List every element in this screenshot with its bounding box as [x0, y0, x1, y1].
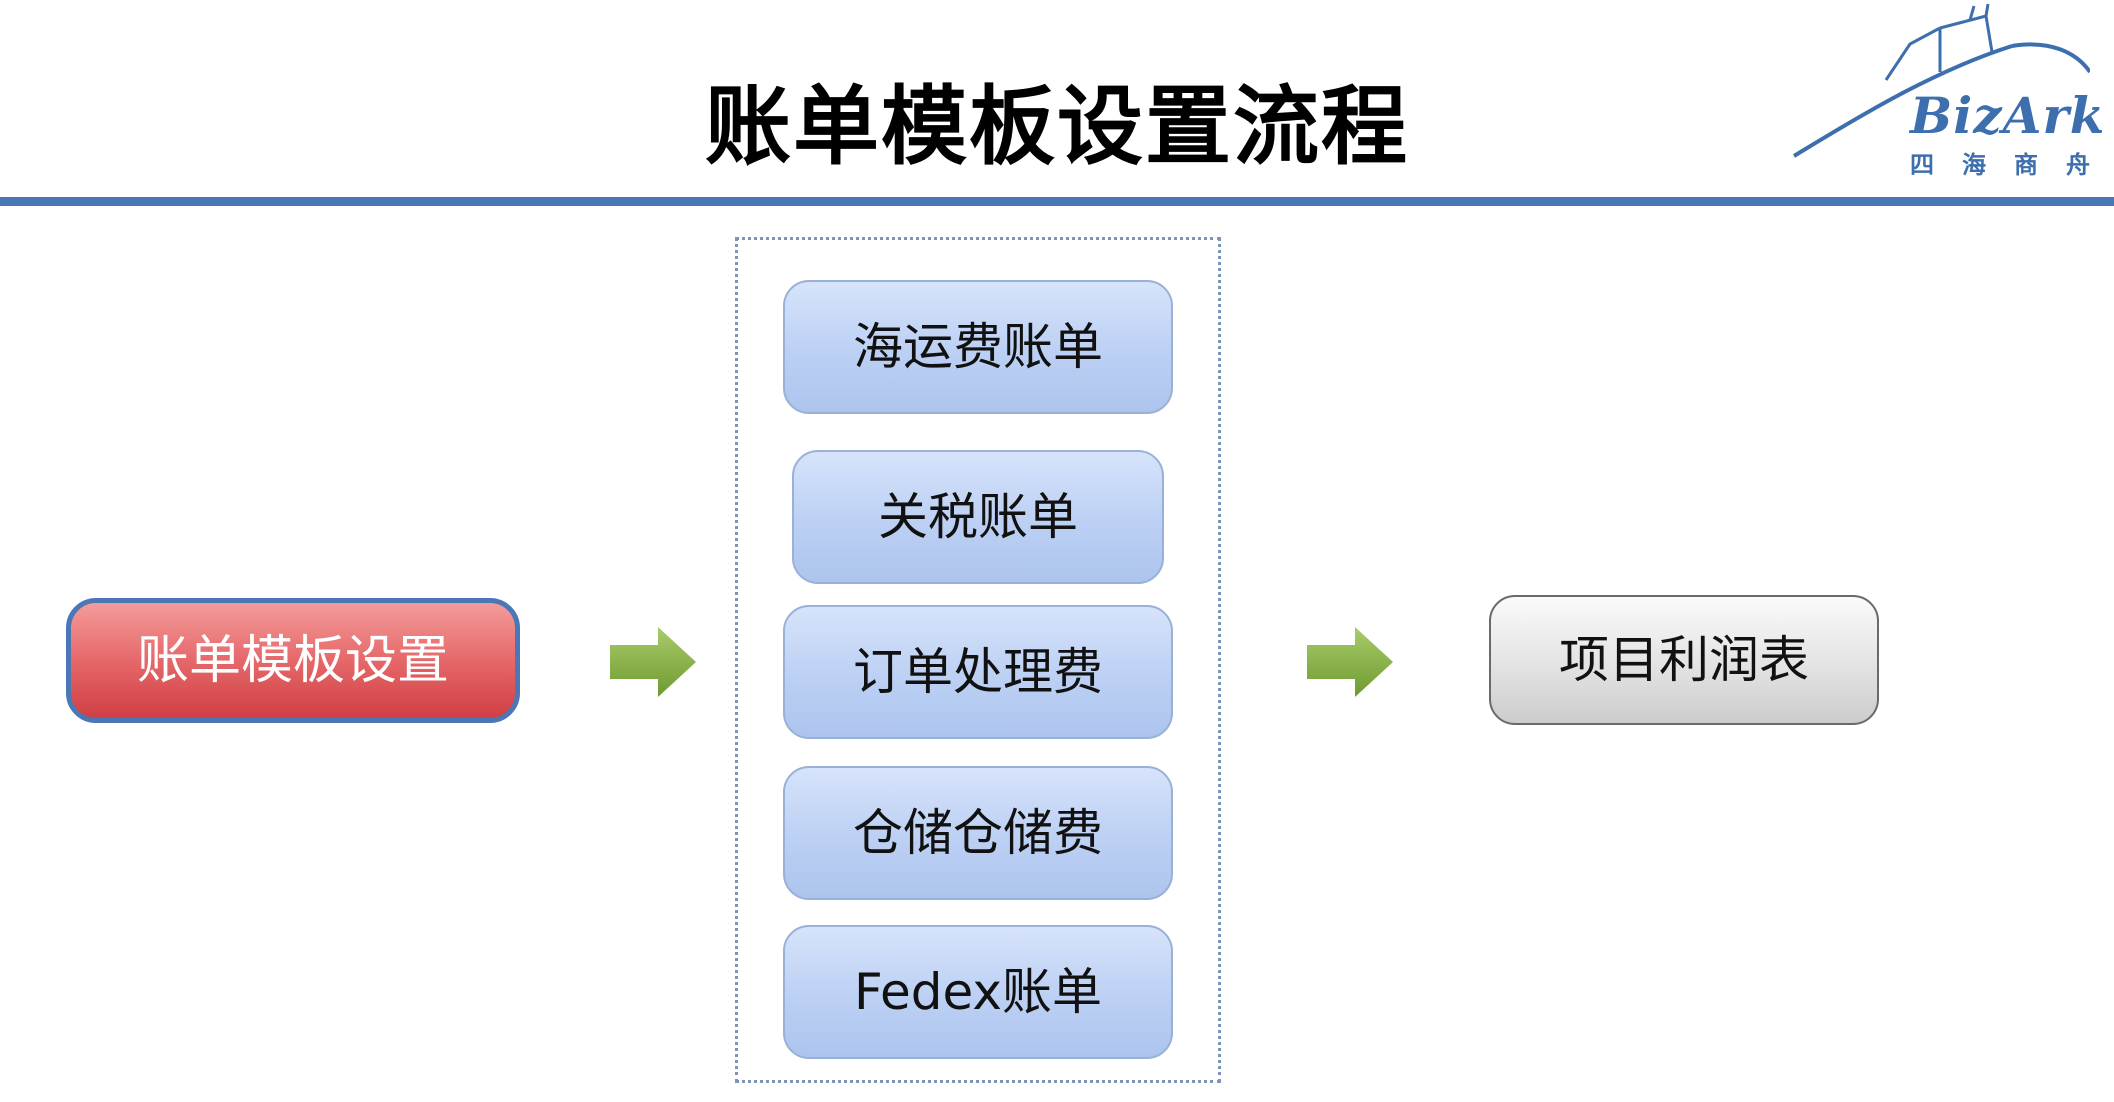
logo-subtitle: 四 海 商 舟 — [1910, 145, 2090, 180]
start-node: 账单模板设置 — [66, 598, 520, 723]
bill-item-ocean-freight: 海运费账单 — [783, 280, 1173, 414]
logo-subtitle-char: 舟 — [2066, 151, 2090, 179]
title-divider — [0, 197, 2114, 206]
bill-group-frame — [735, 237, 1221, 1083]
logo-subtitle-char: 四 — [1910, 151, 1934, 179]
end-node: 项目利润表 — [1489, 595, 1879, 725]
ship-logo-icon — [1792, 3, 2090, 158]
bill-item-order-handling: 订单处理费 — [783, 605, 1173, 739]
logo-subtitle-char: 商 — [2014, 151, 2038, 179]
page-title: 账单模板设置流程 — [705, 77, 1409, 177]
logo-brand: BizArk — [1910, 86, 2106, 145]
logo-subtitle-char: 海 — [1962, 151, 1986, 179]
bill-item-fedex: Fedex账单 — [783, 925, 1173, 1059]
right-arrow-icon — [1307, 627, 1393, 697]
bill-item-customs: 关税账单 — [792, 450, 1164, 584]
bill-item-warehousing: 仓储仓储费 — [783, 766, 1173, 900]
right-arrow-icon — [610, 627, 696, 697]
